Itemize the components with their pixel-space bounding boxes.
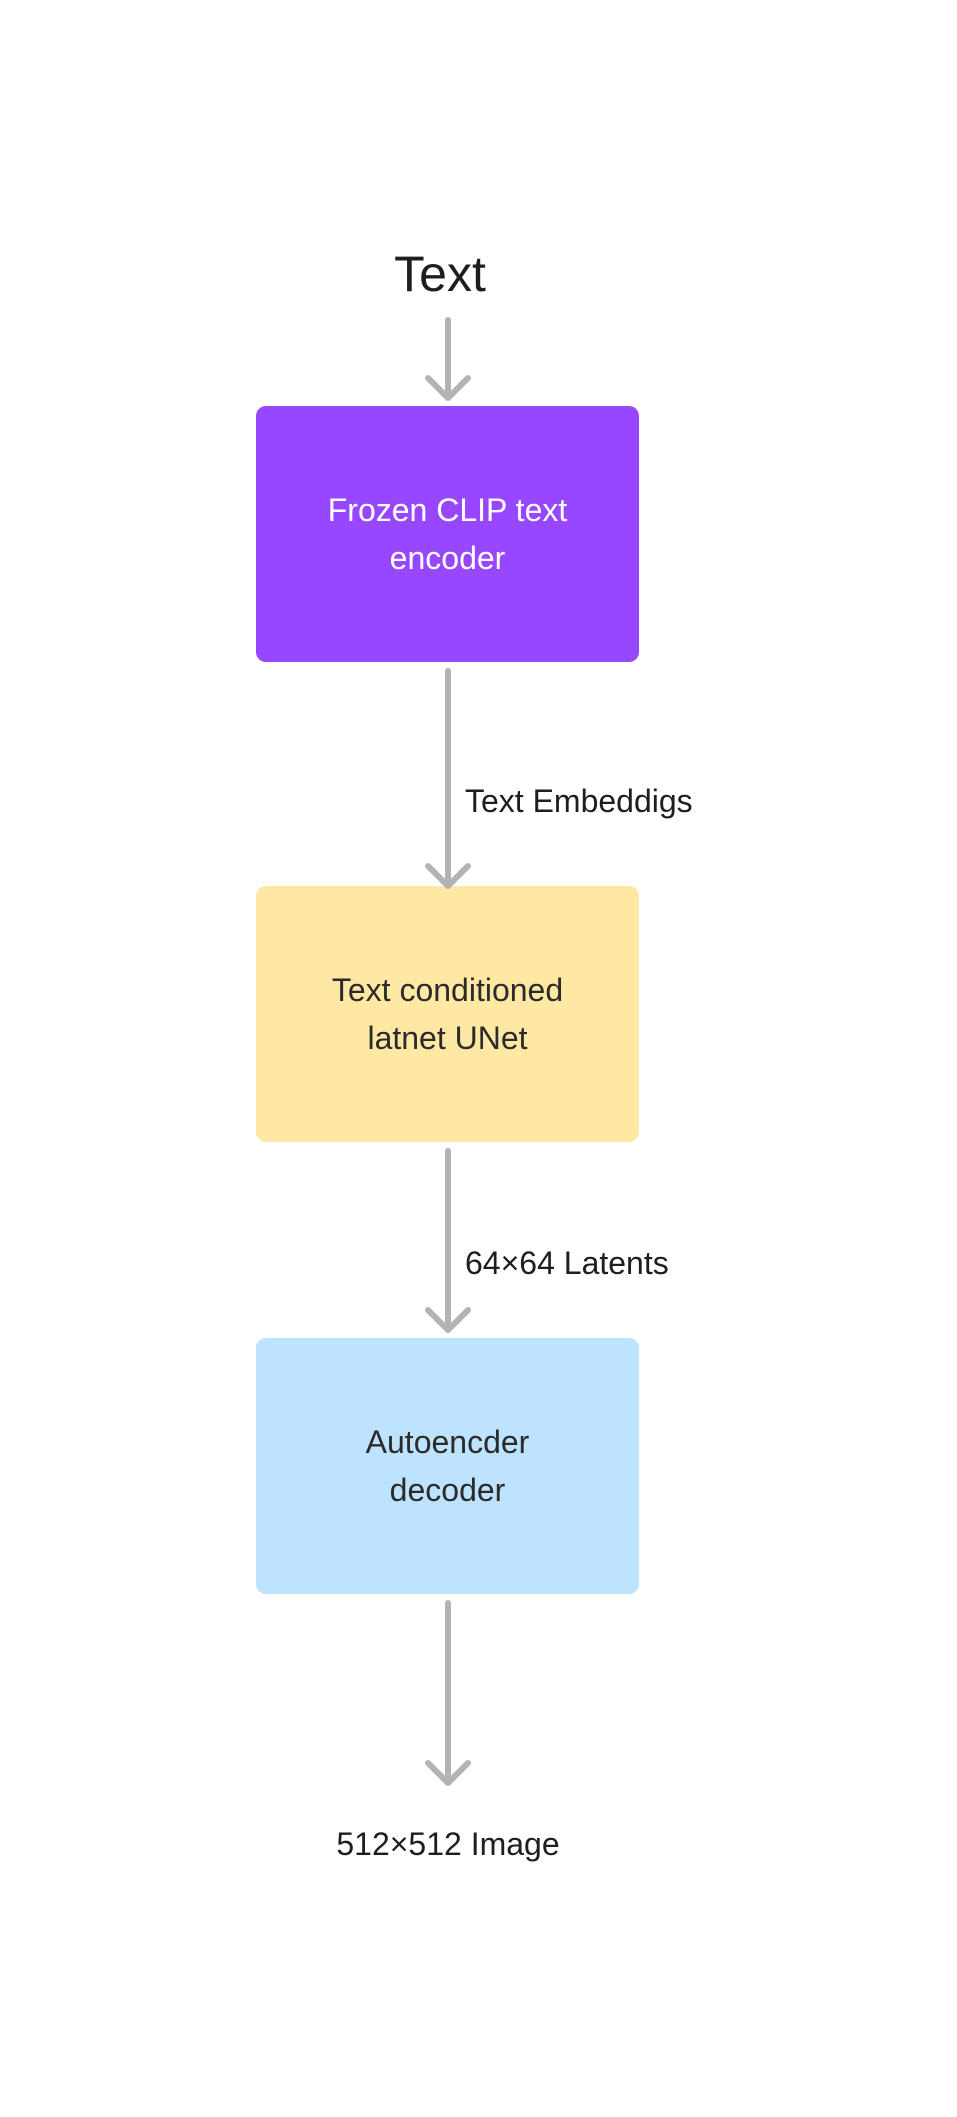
output-image-label: 512×512 Image (336, 1826, 560, 1862)
arrow-input-to-encoder (425, 317, 471, 401)
latent-unet-node: Text conditioned latnet UNet (256, 886, 639, 1142)
arrow-decoder-to-output (425, 1600, 471, 1786)
text-embeddings-edge-label: Text Embeddigs (465, 783, 693, 819)
latent-unet-label: Text conditioned latnet UNet (331, 972, 564, 1056)
latents-edge-label: 64×64 Latents (465, 1245, 669, 1281)
input-text-label: Text (394, 246, 486, 302)
autoencoder-decoder-node: Autoencder decoder (256, 1338, 639, 1594)
arrow-encoder-to-unet (425, 668, 471, 889)
clip-text-encoder-node: Frozen CLIP text encoder (256, 406, 639, 662)
autoencoder-decoder-label: Autoencder decoder (365, 1424, 530, 1508)
clip-text-encoder-label: Frozen CLIP text encoder (327, 492, 568, 576)
arrow-unet-to-decoder (425, 1148, 471, 1333)
